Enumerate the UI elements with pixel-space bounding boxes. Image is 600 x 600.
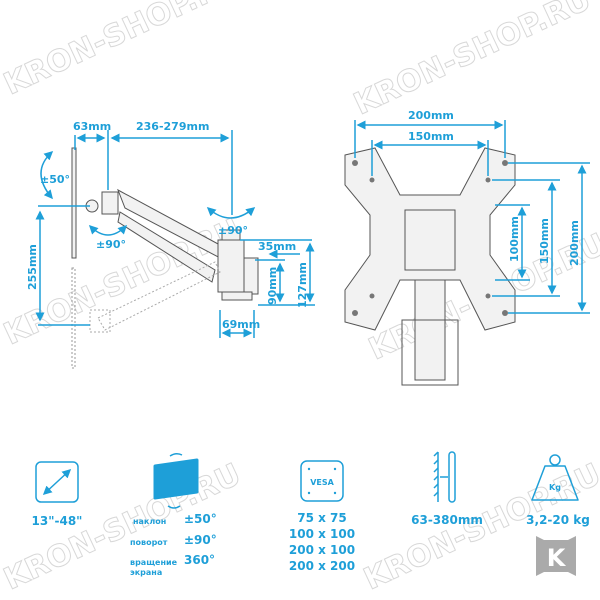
weight-range: 3,2-20 kg	[526, 513, 590, 527]
dim-255: 255mm	[26, 244, 39, 290]
width-150: 150mm	[408, 130, 454, 143]
height-200: 200mm	[568, 220, 581, 266]
rotation-value: 360°	[184, 553, 215, 567]
vesa-size: 100 x 100	[289, 527, 355, 541]
tilt-angle: ±50°	[40, 173, 70, 186]
rotation-label-2: экрана	[130, 568, 162, 577]
dim-69: 69mm	[222, 318, 260, 331]
dim-63: 63mm	[73, 120, 111, 133]
wall-distance: 63-380mm	[411, 513, 483, 527]
vesa-size: 75 x 75	[297, 511, 347, 525]
width-200: 200mm	[408, 109, 454, 122]
swivel-label: поворот	[130, 538, 168, 547]
height-150: 150mm	[538, 218, 551, 264]
vesa-size: 200 x 200	[289, 559, 355, 573]
tilt-value: ±50°	[184, 512, 217, 526]
dim-127: 127mm	[296, 262, 309, 308]
side-dimensions	[35, 130, 315, 338]
vesa-icon-label: VESA	[310, 478, 334, 487]
dim-35: 35mm	[258, 240, 296, 253]
height-100: 100mm	[508, 216, 521, 262]
head-swivel-angle: ±90°	[96, 238, 126, 251]
front-dimensions	[354, 120, 590, 314]
screen-size: 13"-48"	[32, 514, 83, 528]
svg-text:KRON-SHOP.RU: KRON-SHOP.RU	[359, 457, 600, 597]
brand-logo: K	[536, 536, 576, 576]
tilt-label: наклон	[133, 517, 166, 526]
rotation-label: вращение	[130, 558, 178, 567]
dim-reach: 236-279mm	[136, 120, 209, 133]
wall-swivel-angle: ±90°	[218, 224, 248, 237]
vesa-icon: VESA	[300, 460, 344, 502]
swivel-value: ±90°	[184, 533, 217, 547]
dim-90: 90mm	[266, 267, 279, 305]
weight-icon-label: Kg	[549, 483, 561, 492]
weight-icon: Kg	[531, 454, 579, 501]
svg-text:KRON-SHOP.RU: KRON-SHOP.RU	[0, 0, 246, 102]
svg-text:KRON-SHOP.RU: KRON-SHOP.RU	[349, 0, 597, 122]
tilt-rotate-icon	[153, 452, 199, 509]
svg-text:K: K	[547, 544, 567, 572]
vesa-size: 200 x 100	[289, 543, 355, 557]
vesa-plate	[344, 147, 516, 386]
screen-size-icon	[35, 461, 79, 503]
wall-distance-icon	[433, 451, 456, 503]
